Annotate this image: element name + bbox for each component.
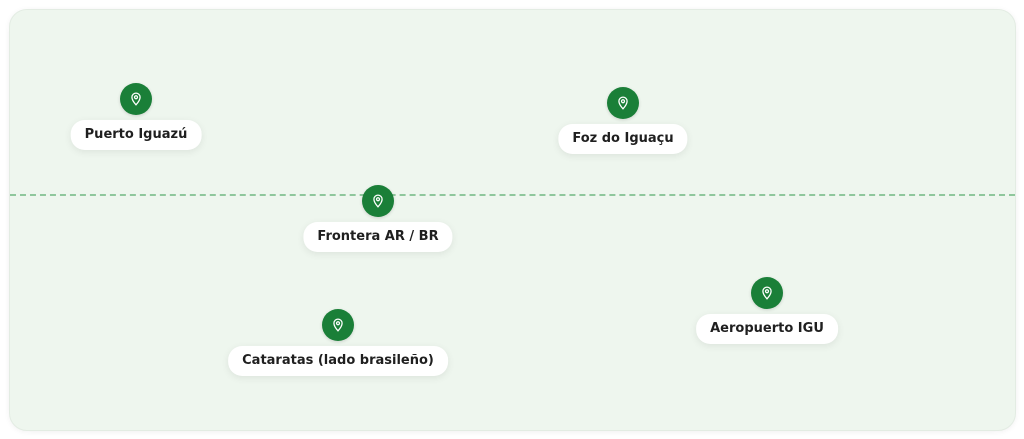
marker-label[interactable]: Puerto Iguazú bbox=[70, 120, 202, 150]
location-pin-icon[interactable] bbox=[607, 87, 639, 119]
marker-label[interactable]: Aeropuerto IGU bbox=[696, 314, 838, 344]
marker-label[interactable]: Frontera AR / BR bbox=[303, 222, 453, 252]
marker-label[interactable]: Cataratas (lado brasileño) bbox=[228, 346, 448, 376]
location-pin-icon[interactable] bbox=[322, 309, 354, 341]
location-pin-icon[interactable] bbox=[362, 185, 394, 217]
border-dashed-line bbox=[10, 194, 1015, 196]
marker-label[interactable]: Foz do Iguaçu bbox=[558, 124, 688, 154]
map-canvas[interactable]: Puerto Iguazú Foz do Iguaçu Frontera AR … bbox=[9, 9, 1016, 431]
location-pin-icon[interactable] bbox=[120, 83, 152, 115]
location-pin-icon[interactable] bbox=[751, 277, 783, 309]
